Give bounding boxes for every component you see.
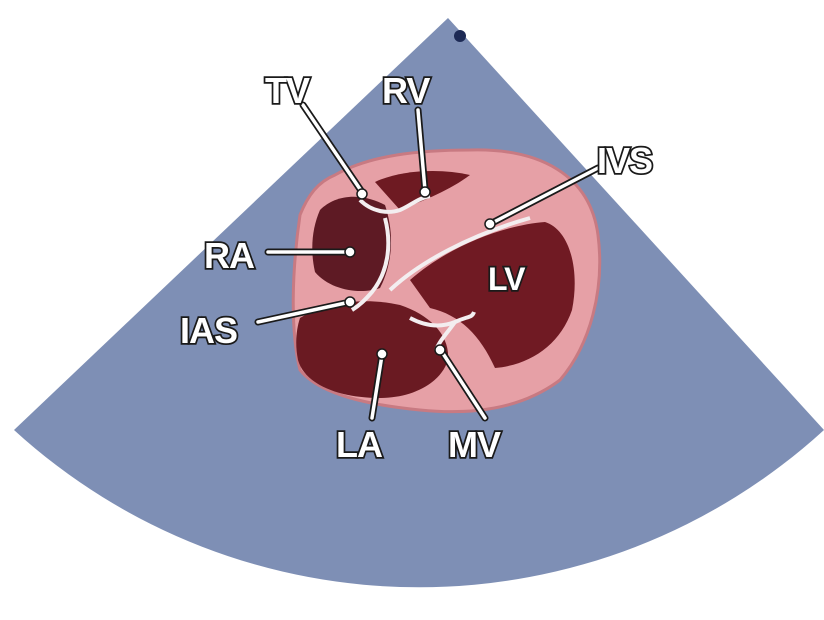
label-tv: TV <box>265 70 310 111</box>
label-ra: RA <box>204 235 255 276</box>
label-ias: IAS <box>180 310 237 351</box>
label-lv: LV <box>488 261 526 297</box>
label-la: LA <box>336 424 383 465</box>
label-rv: RV <box>382 70 430 111</box>
orientation-marker <box>454 30 466 42</box>
label-mv: MV <box>448 424 501 465</box>
label-ivs: IVS <box>597 140 652 181</box>
